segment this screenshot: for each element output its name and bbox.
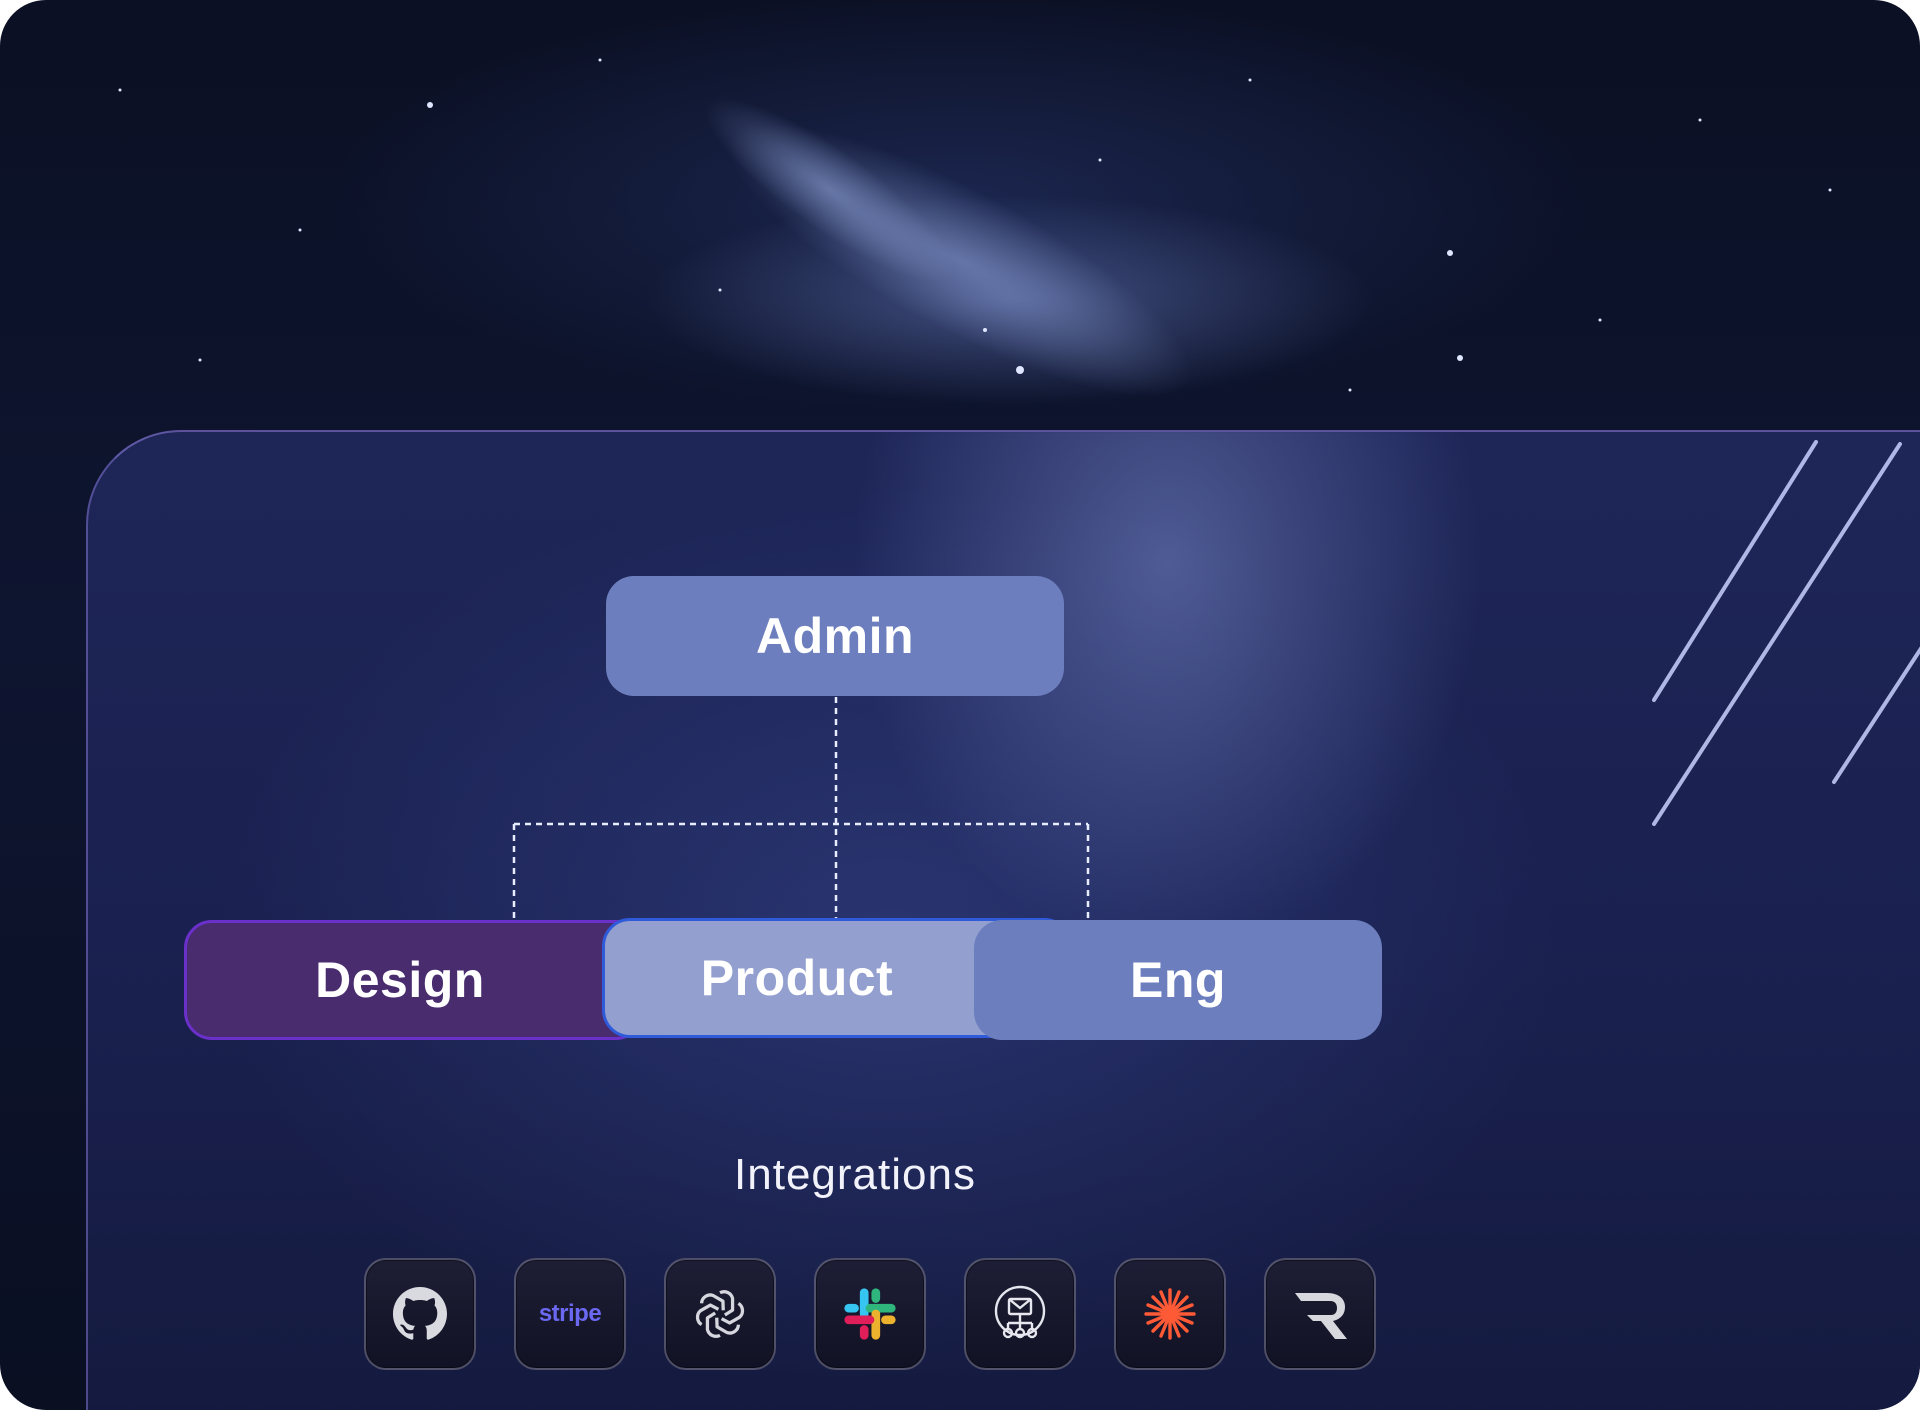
integration-github[interactable]	[364, 1258, 476, 1370]
light-streaks	[1652, 440, 1920, 826]
org-node-eng[interactable]: Eng	[974, 920, 1382, 1040]
org-panel: Admin Design Product Eng Integrations st…	[86, 430, 1920, 1410]
org-node-design[interactable]: Design	[184, 920, 644, 1040]
integrations-title: Integrations	[734, 1150, 976, 1199]
github-icon	[393, 1287, 447, 1340]
org-node-eng-label: Eng	[1130, 952, 1226, 1008]
org-node-admin-label: Admin	[755, 608, 915, 664]
org-connectors	[512, 697, 1090, 920]
integration-r-logo[interactable]	[1264, 1258, 1376, 1370]
integration-stripe[interactable]: stripe	[514, 1258, 626, 1370]
email-network-icon	[994, 1285, 1046, 1339]
org-node-design-label: Design	[315, 952, 485, 1008]
org-node-admin[interactable]: Admin	[606, 576, 1064, 696]
integration-email-network[interactable]	[964, 1258, 1076, 1370]
starfield-background	[118, 58, 1832, 397]
asterisk-burst-icon	[1144, 1288, 1196, 1340]
integration-openai[interactable]	[664, 1258, 776, 1370]
openai-icon	[695, 1290, 745, 1338]
slack-icon	[844, 1288, 896, 1340]
org-node-product-label: Product	[700, 950, 894, 1006]
stripe-icon: stripe	[538, 1300, 602, 1327]
r-logo-icon	[1295, 1293, 1347, 1339]
integration-burst[interactable]	[1114, 1258, 1226, 1370]
integration-slack[interactable]	[814, 1258, 926, 1370]
